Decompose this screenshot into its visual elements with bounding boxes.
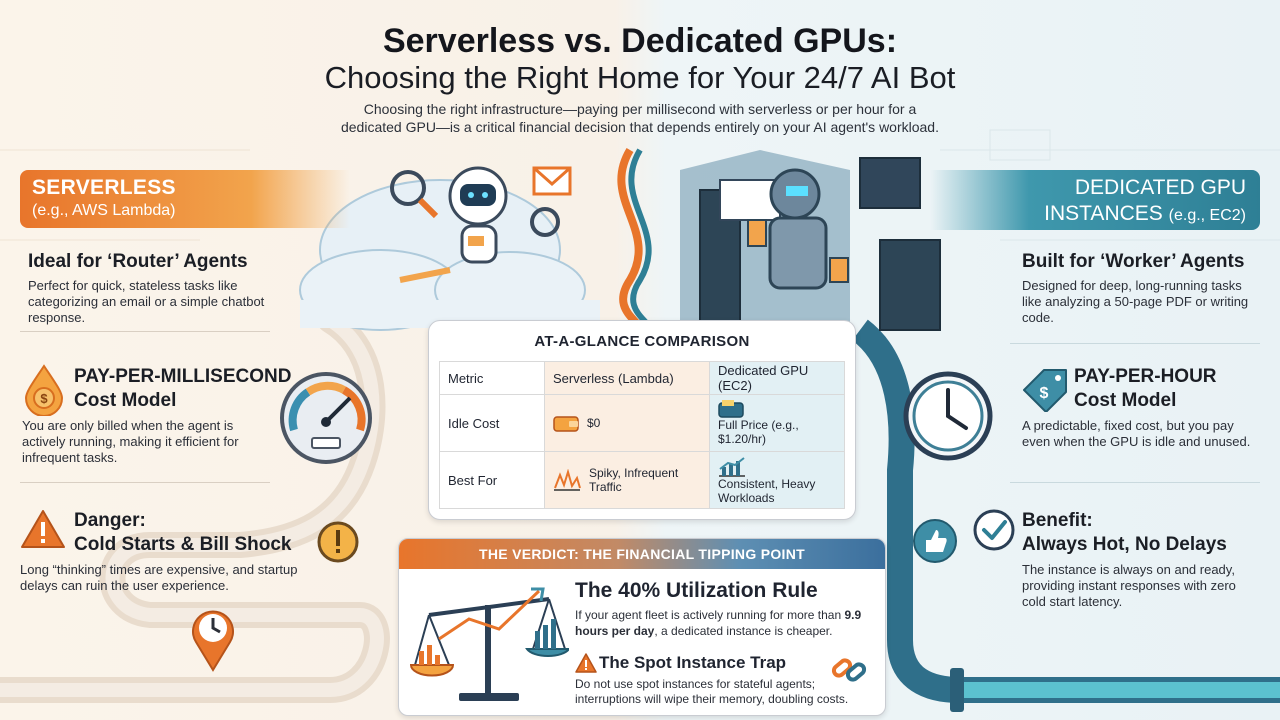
steady-chart-icon [719, 457, 745, 477]
router-agents-title: Ideal for ‘Router’ Agents [28, 251, 248, 272]
dedicated-banner-title: DEDICATED GPU [1074, 176, 1246, 199]
serverless-banner-title: SERVERLESS [32, 176, 176, 199]
checkmark-icon [973, 509, 1015, 551]
table-header-row: Metric Serverless (Lambda) Dedicated GPU… [439, 361, 845, 395]
right-pipe [851, 319, 1280, 703]
column-header: Dedicated GPU (EC2) [709, 361, 845, 395]
serverless-banner-subtitle: (e.g., AWS Lambda) [32, 202, 176, 219]
metric-cell: Idle Cost [439, 394, 545, 452]
spot-trap-title: The Spot Instance Trap [599, 653, 787, 672]
serverless-banner: SERVERLESS (e.g., AWS Lambda) [20, 170, 350, 228]
router-agents-text: Perfect for quick, stateless tasks like … [28, 278, 265, 325]
table-row: Idle Cost $0 Full Price (e.g., $1.20/hr) [439, 394, 845, 452]
worker-agents-text: Designed for deep, long-running tasks li… [1022, 278, 1249, 325]
divider [20, 331, 270, 332]
wallet-icon [553, 416, 579, 432]
price-tag-icon: $ [1023, 369, 1067, 412]
warning-icon [575, 653, 597, 673]
page-subtitle: Choosing the right infrastructure—paying… [300, 100, 980, 136]
balance-scale-icon [409, 587, 569, 701]
utilization-rule-text: If your agent fleet is actively running … [575, 607, 875, 639]
best-for-serverless: Spiky, Infrequent Traffic [589, 466, 679, 494]
alert-circle-icon [317, 521, 359, 563]
dedicated-banner-subtitle: (e.g., EC2) [1168, 207, 1246, 224]
cold-starts-text: Long “thinking” times are expensive, and… [20, 562, 298, 593]
dedicated-robot-illustration [680, 150, 941, 331]
speedometer-icon [280, 372, 372, 464]
page-title: Serverless vs. Dedicated GPUs: [382, 22, 898, 60]
thumbs-up-icon [913, 519, 957, 563]
dedicated-banner-instances: INSTANCES [1044, 202, 1163, 225]
dedicated-banner-title-line2: INSTANCES (e.g., EC2) [1044, 202, 1246, 226]
clock-pin-icon [192, 610, 234, 672]
dedicated-cell: Consistent, Heavy Workloads [709, 451, 845, 509]
divider [1010, 482, 1260, 483]
rule-text-highlight: 9.9 hours per day [575, 608, 862, 638]
spiky-chart-icon [554, 469, 581, 491]
coin-drop-icon: $ [24, 364, 64, 416]
verdict-header-text: THE VERDICT: THE FINANCIAL TIPPING POINT [479, 546, 805, 562]
rule-text-part: , a dedicated instance is cheaper. [654, 624, 833, 638]
column-header: Serverless (Lambda) [544, 361, 710, 395]
subtitle-line2: dedicated GPU—is a critical financial de… [340, 119, 939, 135]
page-title-line2: Choosing the Right Home for Your 24/7 AI… [324, 60, 956, 95]
serverless-cell: Spiky, Infrequent Traffic [544, 451, 710, 509]
pay-per-ms-text: You are only billed when the agent is ac… [22, 418, 239, 465]
serverless-cell: $0 [544, 394, 710, 452]
pay-per-hour-title: PAY-PER-HOUR [1074, 366, 1217, 387]
always-hot-text: The instance is always on and ready, pro… [1022, 562, 1236, 609]
cold-starts-title: Danger: [74, 510, 146, 531]
svg-text:$: $ [40, 391, 48, 406]
pay-per-ms-subtitle: Cost Model [74, 390, 177, 411]
pay-per-hour-subtitle: Cost Model [1074, 390, 1177, 411]
wallet-icon [718, 400, 744, 418]
cold-starts-subtitle: Cold Starts & Bill Shock [74, 534, 292, 555]
idle-cost-serverless: $0 [587, 416, 601, 430]
broken-chain-icon [831, 658, 867, 682]
clock-icon [903, 371, 993, 461]
dedicated-banner: DEDICATED GPU INSTANCES (e.g., EC2) [930, 170, 1260, 230]
divider [20, 482, 270, 483]
pay-per-hour-text: A predictable, fixed cost, but you pay e… [1022, 418, 1251, 449]
idle-cost-dedicated: Full Price (e.g., $1.20/hr) [718, 418, 799, 446]
utilization-rule-title: The 40% Utilization Rule [575, 579, 818, 602]
table-row: Best For Spiky, Infrequent Traffic Consi… [439, 451, 845, 509]
serverless-robot-illustration [390, 166, 572, 283]
worker-agents-title: Built for ‘Worker’ Agents [1022, 251, 1245, 272]
dedicated-cell: Full Price (e.g., $1.20/hr) [709, 394, 845, 452]
divider [1010, 343, 1260, 344]
comparison-table: Metric Serverless (Lambda) Dedicated GPU… [439, 361, 845, 509]
verdict-card: THE VERDICT: THE FINANCIAL TIPPING POINT… [398, 538, 886, 716]
comparison-title: AT-A-GLANCE COMPARISON [534, 333, 750, 350]
subtitle-line1: Choosing the right infrastructure—paying… [363, 101, 917, 117]
spot-trap-text: Do not use spot instances for stateful a… [575, 677, 849, 706]
column-header: Metric [439, 361, 545, 395]
verdict-header: THE VERDICT: THE FINANCIAL TIPPING POINT [399, 539, 885, 569]
pay-per-ms-title: PAY-PER-MILLISECOND [74, 366, 292, 387]
best-for-dedicated: Consistent, Heavy Workloads [718, 477, 816, 505]
always-hot-subtitle: Always Hot, No Delays [1022, 534, 1227, 555]
warning-icon [21, 510, 65, 548]
rule-text-part: If your agent fleet is actively running … [575, 608, 845, 622]
comparison-card: AT-A-GLANCE COMPARISON Metric Serverless… [428, 320, 856, 520]
always-hot-title: Benefit: [1022, 510, 1093, 531]
svg-text:$: $ [1040, 385, 1049, 402]
metric-cell: Best For [439, 451, 545, 509]
